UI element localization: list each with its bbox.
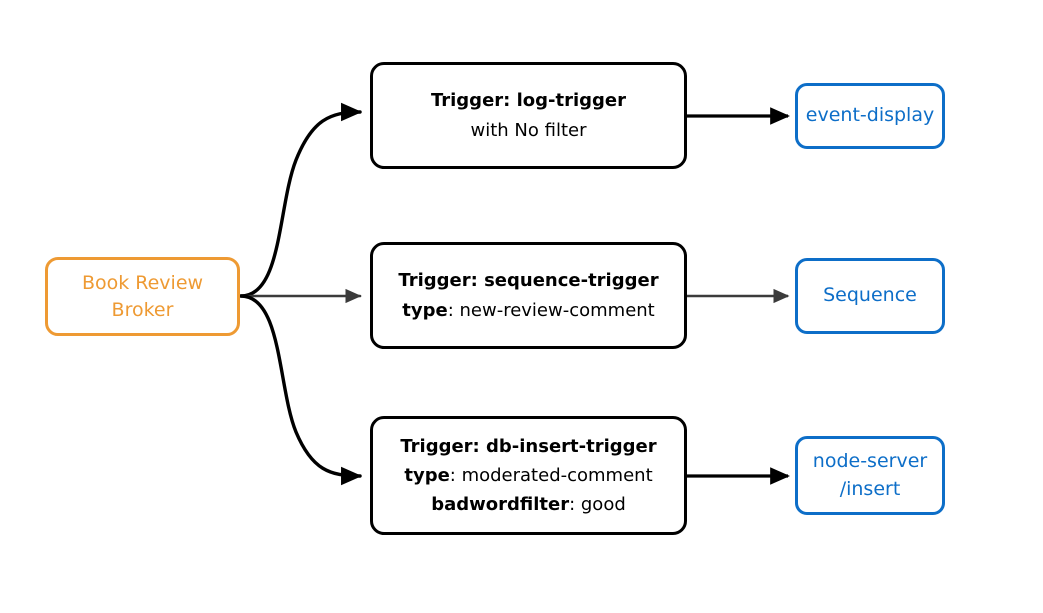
db-insert-trigger-type: type: moderated-comment xyxy=(404,461,652,490)
db-insert-trigger-type-value: : moderated-comment xyxy=(449,464,653,486)
event-display-label: event-display xyxy=(805,104,935,127)
db-insert-trigger-title: Trigger: db-insert-trigger xyxy=(400,435,657,457)
node-event-display[interactable]: event-display xyxy=(795,83,945,149)
node-book-review-broker[interactable]: Book Review Broker xyxy=(45,257,240,336)
log-trigger-filter: with No filter xyxy=(471,116,587,145)
node-node-server-insert[interactable]: node-server /insert xyxy=(795,436,945,515)
sequence-trigger-type: type: new-review-comment xyxy=(402,296,654,325)
node-sequence[interactable]: Sequence xyxy=(795,258,945,334)
node-log-trigger[interactable]: Trigger: log-trigger with No filter xyxy=(370,62,687,169)
edge-broker-to-log-trigger xyxy=(239,102,363,298)
node-server-label-line2: /insert xyxy=(839,477,901,500)
edge-broker-to-db-insert-trigger xyxy=(239,294,363,486)
node-sequence-trigger[interactable]: Trigger: sequence-trigger type: new-revi… xyxy=(370,242,687,349)
db-insert-trigger-badwordfilter-value: : good xyxy=(569,494,626,516)
db-insert-trigger-badwordfilter-label: badwordfilter xyxy=(431,494,570,516)
log-trigger-title: Trigger: log-trigger xyxy=(430,90,627,112)
log-trigger-filter-value: with No filter xyxy=(470,119,587,141)
sequence-trigger-type-value: : new-review-comment xyxy=(447,299,655,321)
node-db-insert-trigger[interactable]: Trigger: db-insert-trigger type: moderat… xyxy=(370,416,687,535)
sequence-trigger-title: Trigger: sequence-trigger xyxy=(398,270,659,292)
sequence-trigger-type-label: type xyxy=(402,299,448,321)
broker-label-line2: Broker xyxy=(111,298,174,321)
node-server-label-line1: node-server xyxy=(812,449,928,472)
broker-label-line1: Book Review xyxy=(81,271,204,294)
sequence-label: Sequence xyxy=(823,284,917,307)
db-insert-trigger-badwordfilter: badwordfilter: good xyxy=(431,490,626,519)
db-insert-trigger-type-label: type xyxy=(404,464,450,486)
